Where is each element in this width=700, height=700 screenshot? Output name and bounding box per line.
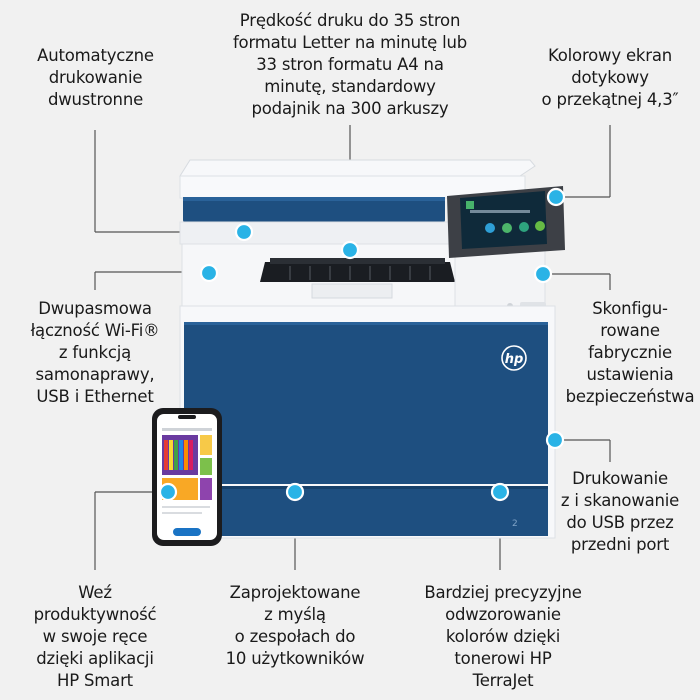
feature-duplex-line: dwustronne xyxy=(47,90,144,109)
feature-duplex-line: drukowanie xyxy=(48,68,143,87)
feature-terrajet-line: Bardziej precyzyjne xyxy=(424,583,582,602)
feature-wifi: Dwupasmowa łączność Wi-Fi® z funkcją sam… xyxy=(5,298,185,408)
feature-teams-line: 10 użytkowników xyxy=(225,649,365,668)
feature-wifi-line: USB i Ethernet xyxy=(36,387,154,406)
feature-security-line: fabrycznie xyxy=(588,343,672,362)
feature-touchscreen-line: dotykowy xyxy=(571,68,649,87)
feature-app-line: Weź xyxy=(78,583,112,602)
front-door-highlight xyxy=(184,322,548,325)
feature-usb: Drukowanie z i skanowanie do USB przez p… xyxy=(545,468,695,556)
feature-touchscreen-line: Kolorowy ekran xyxy=(547,46,673,65)
scanner-base xyxy=(179,221,451,245)
feature-speed-line: minutę, standardowy xyxy=(264,77,436,96)
feature-teams-line: o zespołach do xyxy=(234,627,356,646)
feature-teams-line: Zaprojektowane xyxy=(229,583,361,602)
adf-blue-band xyxy=(183,197,445,223)
tray-seam xyxy=(184,486,548,489)
panel-screen xyxy=(460,191,547,249)
feature-speed: Prędkość druku do 35 stron formatu Lette… xyxy=(215,10,485,120)
screen-icon-4 xyxy=(519,222,529,232)
phone-print-button xyxy=(173,528,201,536)
feature-speed-line: formatu Letter na minutę lub xyxy=(232,33,468,52)
phone-thumb-3 xyxy=(200,478,212,500)
callout-dot-icon xyxy=(533,264,553,284)
callout-dots xyxy=(158,187,566,502)
feature-app-line: produktywność xyxy=(33,605,157,624)
callout-dot-icon xyxy=(340,240,360,260)
front-door xyxy=(184,322,548,484)
feature-usb-line: z i skanowanie xyxy=(560,491,680,510)
feature-touchscreen: Kolorowy ekran dotykowy o przekątnej 4,3… xyxy=(520,45,700,111)
feature-usb-line: Drukowanie xyxy=(572,469,668,488)
printer: hp 2 xyxy=(179,159,565,539)
feature-app-line: w swoje ręce xyxy=(42,627,148,646)
feature-terrajet-line: kolorów dzięki xyxy=(445,627,561,646)
feature-speed-line: 33 stron formatu A4 na xyxy=(256,55,444,74)
output-ribs xyxy=(289,266,431,280)
callout-dot-icon xyxy=(285,482,305,502)
hp-logo-text: hp xyxy=(505,352,524,367)
crayon-icons xyxy=(164,440,193,470)
feature-security-line: ustawienia xyxy=(586,365,674,384)
phone-thumb-2 xyxy=(200,458,212,475)
feature-terrajet: Bardziej precyzyjne odwzorowanie kolorów… xyxy=(408,582,598,692)
callout-dot-icon xyxy=(545,430,565,450)
feature-duplex-line: Automatyczne xyxy=(37,46,154,65)
callout-dot-icon xyxy=(199,263,219,283)
feature-teams-line: z myślą xyxy=(264,605,326,624)
callout-dot-icon xyxy=(158,482,178,502)
feature-terrajet-line: TerraJet xyxy=(472,671,534,690)
feature-security-line: Skonfigu- xyxy=(592,299,668,318)
feature-wifi-line: z funkcją xyxy=(58,343,132,362)
feature-touchscreen-line: o przekątnej 4,3″ xyxy=(541,90,679,109)
feature-usb-line: do USB przez xyxy=(566,513,674,532)
feature-teams: Zaprojektowane z myślą o zespołach do 10… xyxy=(205,582,385,670)
screen-icon-3 xyxy=(502,223,512,233)
screen-icon-2 xyxy=(485,223,495,233)
output-tray-lip xyxy=(270,258,445,264)
screen-line xyxy=(470,210,530,213)
feature-terrajet-line: odwzorowanie xyxy=(445,605,561,624)
callout-dot-icon xyxy=(234,222,254,242)
phone-line-2 xyxy=(162,512,202,514)
smartphone xyxy=(152,408,222,546)
scanner-lid xyxy=(179,159,536,177)
feature-speed-line: podajnik na 300 arkuszy xyxy=(251,99,449,118)
hp-logo-icon: hp xyxy=(501,345,527,371)
feature-app-line: HP Smart xyxy=(57,671,133,690)
feature-security-line: bezpieczeństwa xyxy=(565,387,695,406)
feature-wifi-line: łączność Wi-Fi® xyxy=(30,321,160,340)
phone-notch xyxy=(178,415,196,419)
output-slot xyxy=(260,262,455,282)
paper-tray xyxy=(184,488,548,536)
feature-wifi-line: samonaprawy, xyxy=(35,365,155,384)
phone-thumb-1 xyxy=(200,435,212,455)
screen-icon-1 xyxy=(466,201,474,209)
callout-dot-icon xyxy=(490,482,510,502)
feature-wifi-line: Dwupasmowa xyxy=(38,299,152,318)
touchscreen-panel xyxy=(447,186,565,258)
adf-highlight xyxy=(183,197,445,201)
screen-icon-5 xyxy=(535,221,545,231)
feature-security: Skonfigu- rowane fabrycznie ustawienia b… xyxy=(560,298,700,408)
feature-app-line: dzięki aplikacji xyxy=(36,649,154,668)
feature-security-line: rowane xyxy=(600,321,660,340)
phone-line-1 xyxy=(162,506,210,508)
feature-usb-line: przedni port xyxy=(570,535,670,554)
phone-header xyxy=(162,428,212,431)
phone-screen xyxy=(157,414,217,540)
feature-duplex: Automatyczne drukowanie dwustronne xyxy=(8,45,183,111)
paper-stop xyxy=(311,283,393,299)
tray-number: 2 xyxy=(512,519,518,529)
feature-speed-line: Prędkość druku do 35 stron xyxy=(239,11,461,30)
callout-dot-icon xyxy=(546,187,566,207)
feature-app: Weź produktywność w swoje ręce dzięki ap… xyxy=(15,582,175,692)
feature-terrajet-line: tonerowi HP xyxy=(454,649,552,668)
